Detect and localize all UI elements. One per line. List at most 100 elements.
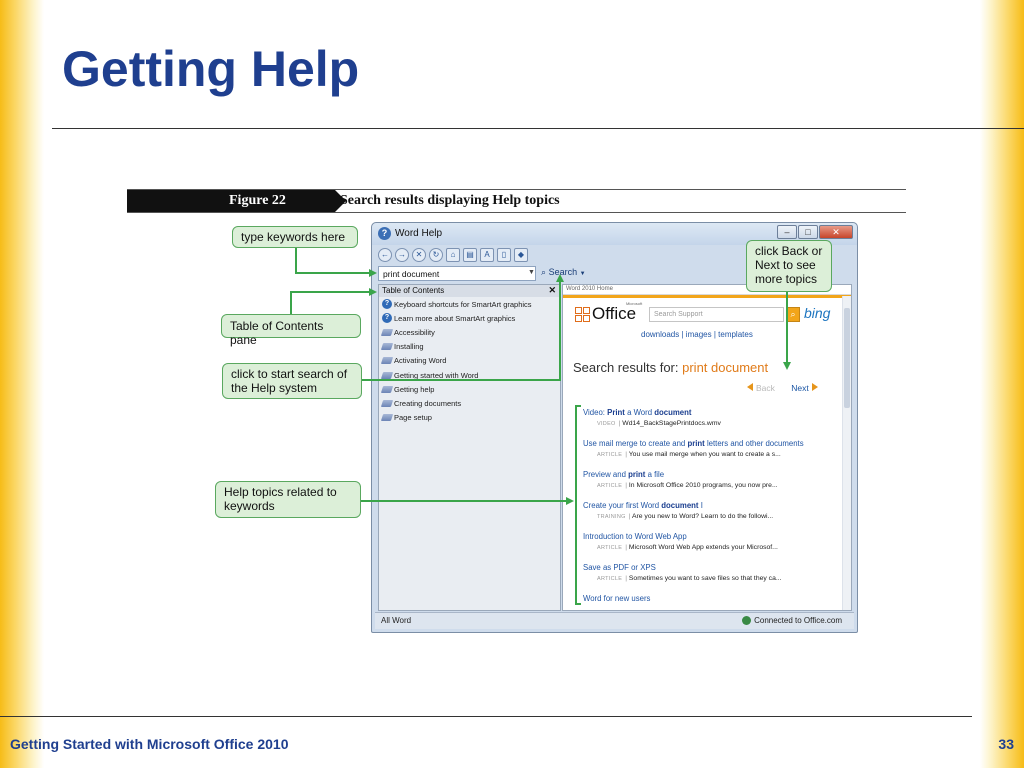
callout-toc: Table of Contents pane: [221, 314, 361, 347]
result-meta: ARTICLE| Sometimes you want to save file…: [597, 575, 782, 582]
result-link[interactable]: Save as PDF or XPS: [583, 563, 656, 572]
toc-book-icon[interactable]: ▯: [497, 248, 511, 262]
window-title: Word Help: [395, 228, 443, 239]
toc-item[interactable]: Activating Word: [379, 354, 560, 368]
stop-icon[interactable]: ✕: [412, 248, 426, 262]
table-of-contents-pane: Table of Contents ✕ ?Keyboard shortcuts …: [378, 284, 561, 611]
search-scope-dropdown-icon[interactable]: ▼: [528, 269, 535, 276]
result-link[interactable]: Preview and print a file: [583, 470, 665, 479]
footer-divider: [0, 716, 972, 717]
toc-header-label: Table of Contents: [382, 286, 445, 295]
result-link[interactable]: Use mail merge to create and print lette…: [583, 439, 804, 448]
book-icon: [380, 357, 394, 365]
search-support-input[interactable]: Search Support: [649, 307, 784, 322]
slide-title: Getting Help: [62, 41, 360, 97]
print-icon[interactable]: ▤: [463, 248, 477, 262]
connector-backnext-v: [786, 292, 788, 362]
connector-toc-v: [290, 291, 292, 314]
toc-item[interactable]: ?Learn more about SmartArt graphics: [379, 311, 560, 325]
toc-item[interactable]: Creating documents: [379, 396, 560, 410]
search-button[interactable]: ⌕ Search ▼: [541, 267, 586, 278]
help-toolbar: ← → ✕ ↻ ⌂ ▤ A ▯ ◆: [376, 246, 853, 266]
connector-search-h: [362, 379, 561, 381]
content-breadcrumb[interactable]: Word 2010 Home: [563, 285, 851, 295]
toc-item[interactable]: Page setup: [379, 411, 560, 425]
result-link[interactable]: Create your first Word document I: [583, 501, 703, 510]
result-item: Save as PDF or XPS ARTICLE| Sometimes you…: [583, 563, 843, 582]
search-input[interactable]: print document: [378, 266, 536, 281]
arrow-keywords: [369, 269, 377, 277]
maximize-button[interactable]: □: [798, 225, 818, 239]
search-support-icon[interactable]: ⌕: [786, 307, 800, 322]
scrollbar-thumb[interactable]: [844, 308, 850, 408]
result-type: ARTICLE: [597, 483, 623, 489]
keep-on-top-icon[interactable]: ◆: [514, 248, 528, 262]
office-logo-small: Microsoft: [626, 301, 643, 306]
result-type: TRAINING: [597, 514, 626, 520]
result-type: ARTICLE: [597, 452, 623, 458]
office-logo-icon: [575, 306, 590, 322]
font-size-icon[interactable]: A: [480, 248, 494, 262]
connector-search-v: [559, 279, 561, 381]
result-item: Create your first Word document I TRAININ…: [583, 501, 843, 520]
result-link[interactable]: Video: Print a Word document: [583, 408, 692, 417]
minimize-button[interactable]: –: [777, 225, 797, 239]
connector-keywords-h: [295, 272, 369, 274]
arrow-search: [556, 274, 564, 282]
toc-item-label: Accessibility: [394, 327, 435, 337]
help-topic-icon: ?: [382, 313, 392, 324]
toc-item-label: Activating Word: [394, 356, 447, 366]
toc-item-label: Learn more about SmartArt graphics: [394, 313, 516, 323]
result-type: ARTICLE: [597, 576, 623, 582]
arrow-toc: [369, 288, 377, 296]
toc-item[interactable]: Accessibility: [379, 325, 560, 339]
result-snippet: In Microsoft Office 2010 programs, you n…: [628, 482, 778, 489]
help-topic-icon: ?: [382, 299, 392, 310]
left-gradient-border: [0, 0, 44, 768]
toc-item[interactable]: Getting started with Word: [379, 368, 560, 382]
status-scope[interactable]: All Word: [381, 616, 412, 625]
home-icon[interactable]: ⌂: [446, 248, 460, 262]
window-controls: – □ ✕: [777, 225, 853, 239]
connector-keywords-v: [295, 248, 297, 274]
status-bar: All Word Connected to Office.com: [375, 612, 854, 629]
back-icon[interactable]: ←: [378, 248, 392, 262]
next-button[interactable]: Next: [791, 383, 818, 393]
office-logo-text: Office: [592, 304, 637, 323]
orange-rule: [563, 295, 851, 298]
callout-start-search: click to start search of the Help system: [222, 363, 362, 399]
next-arrow-icon: [811, 383, 818, 391]
help-content-pane: Word 2010 Home Microsoft Office Search S…: [562, 284, 852, 611]
toc-item-label: Creating documents: [394, 398, 462, 408]
book-icon: [380, 343, 394, 351]
back-button[interactable]: Back: [747, 383, 775, 393]
book-icon: [380, 328, 394, 336]
connection-status[interactable]: Connected to Office.com: [742, 616, 842, 625]
images-link[interactable]: images: [685, 330, 712, 339]
content-scrollbar[interactable]: [842, 296, 851, 610]
toc-close-icon[interactable]: ✕: [548, 285, 556, 295]
result-link[interactable]: Introduction to Word Web App: [583, 532, 687, 541]
search-options-chevron-icon: ▼: [579, 271, 586, 277]
refresh-icon[interactable]: ↻: [429, 248, 443, 262]
book-icon: [380, 371, 394, 379]
toc-item[interactable]: ?Keyboard shortcuts for SmartArt graphic…: [379, 297, 560, 311]
result-type: VIDEO: [597, 421, 616, 427]
toc-item[interactable]: Installing: [379, 340, 560, 354]
close-button[interactable]: ✕: [819, 225, 853, 239]
result-type: ARTICLE: [597, 545, 623, 551]
globe-icon: [742, 616, 752, 625]
result-link[interactable]: Word for new users: [583, 594, 651, 603]
right-gradient-border: [980, 0, 1024, 768]
toc-item[interactable]: Getting help: [379, 382, 560, 396]
templates-link[interactable]: templates: [718, 330, 753, 339]
result-snippet: Wd14_BackStagePrintdocs.wmv: [622, 420, 721, 427]
connector-toc-h: [290, 291, 369, 293]
forward-icon[interactable]: →: [395, 248, 409, 262]
result-meta: ARTICLE| In Microsoft Office 2010 progra…: [597, 482, 778, 489]
window-titlebar: ? Word Help – □ ✕: [372, 223, 857, 245]
downloads-link[interactable]: downloads: [641, 330, 680, 339]
figure-caption: Search results displaying Help topics: [340, 193, 560, 208]
